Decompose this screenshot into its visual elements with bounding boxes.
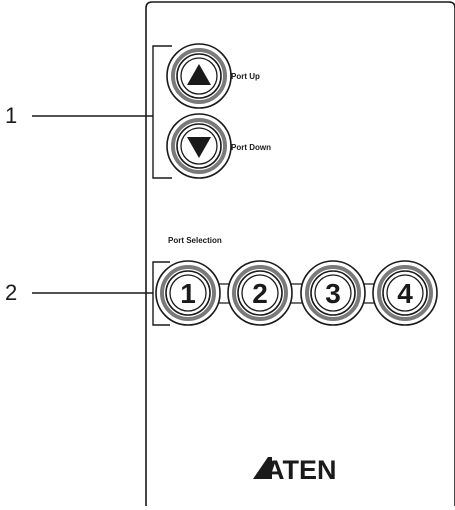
port-button-2-label: 2	[252, 278, 268, 309]
port-button-4[interactable]: 4	[372, 260, 438, 326]
port-button-1-label: 1	[180, 278, 196, 309]
port-button-4-label: 4	[397, 278, 413, 309]
callout-1-bracket	[152, 45, 172, 179]
port-button-3[interactable]: 3	[300, 260, 366, 326]
triangle-down-icon	[187, 137, 211, 158]
port-selection-title: Port Selection	[168, 236, 222, 245]
callout-2-bracket	[152, 261, 170, 326]
aten-logo-text: ATEN	[265, 455, 337, 485]
port-button-3-label: 3	[325, 278, 341, 309]
port-button-1[interactable]: 1	[155, 260, 221, 326]
port-down-label: Port Down	[231, 143, 271, 152]
port-up-label: Port Up	[231, 72, 260, 81]
callout-2-label: 2	[5, 280, 17, 305]
port-up-button[interactable]	[166, 43, 232, 109]
callout-1-label: 1	[5, 103, 17, 128]
port-button-2[interactable]: 2	[227, 260, 293, 326]
aten-logo-mark	[253, 457, 272, 479]
port-down-button[interactable]	[166, 113, 232, 179]
triangle-up-icon	[187, 64, 211, 85]
aten-logo: ATEN	[253, 455, 337, 485]
